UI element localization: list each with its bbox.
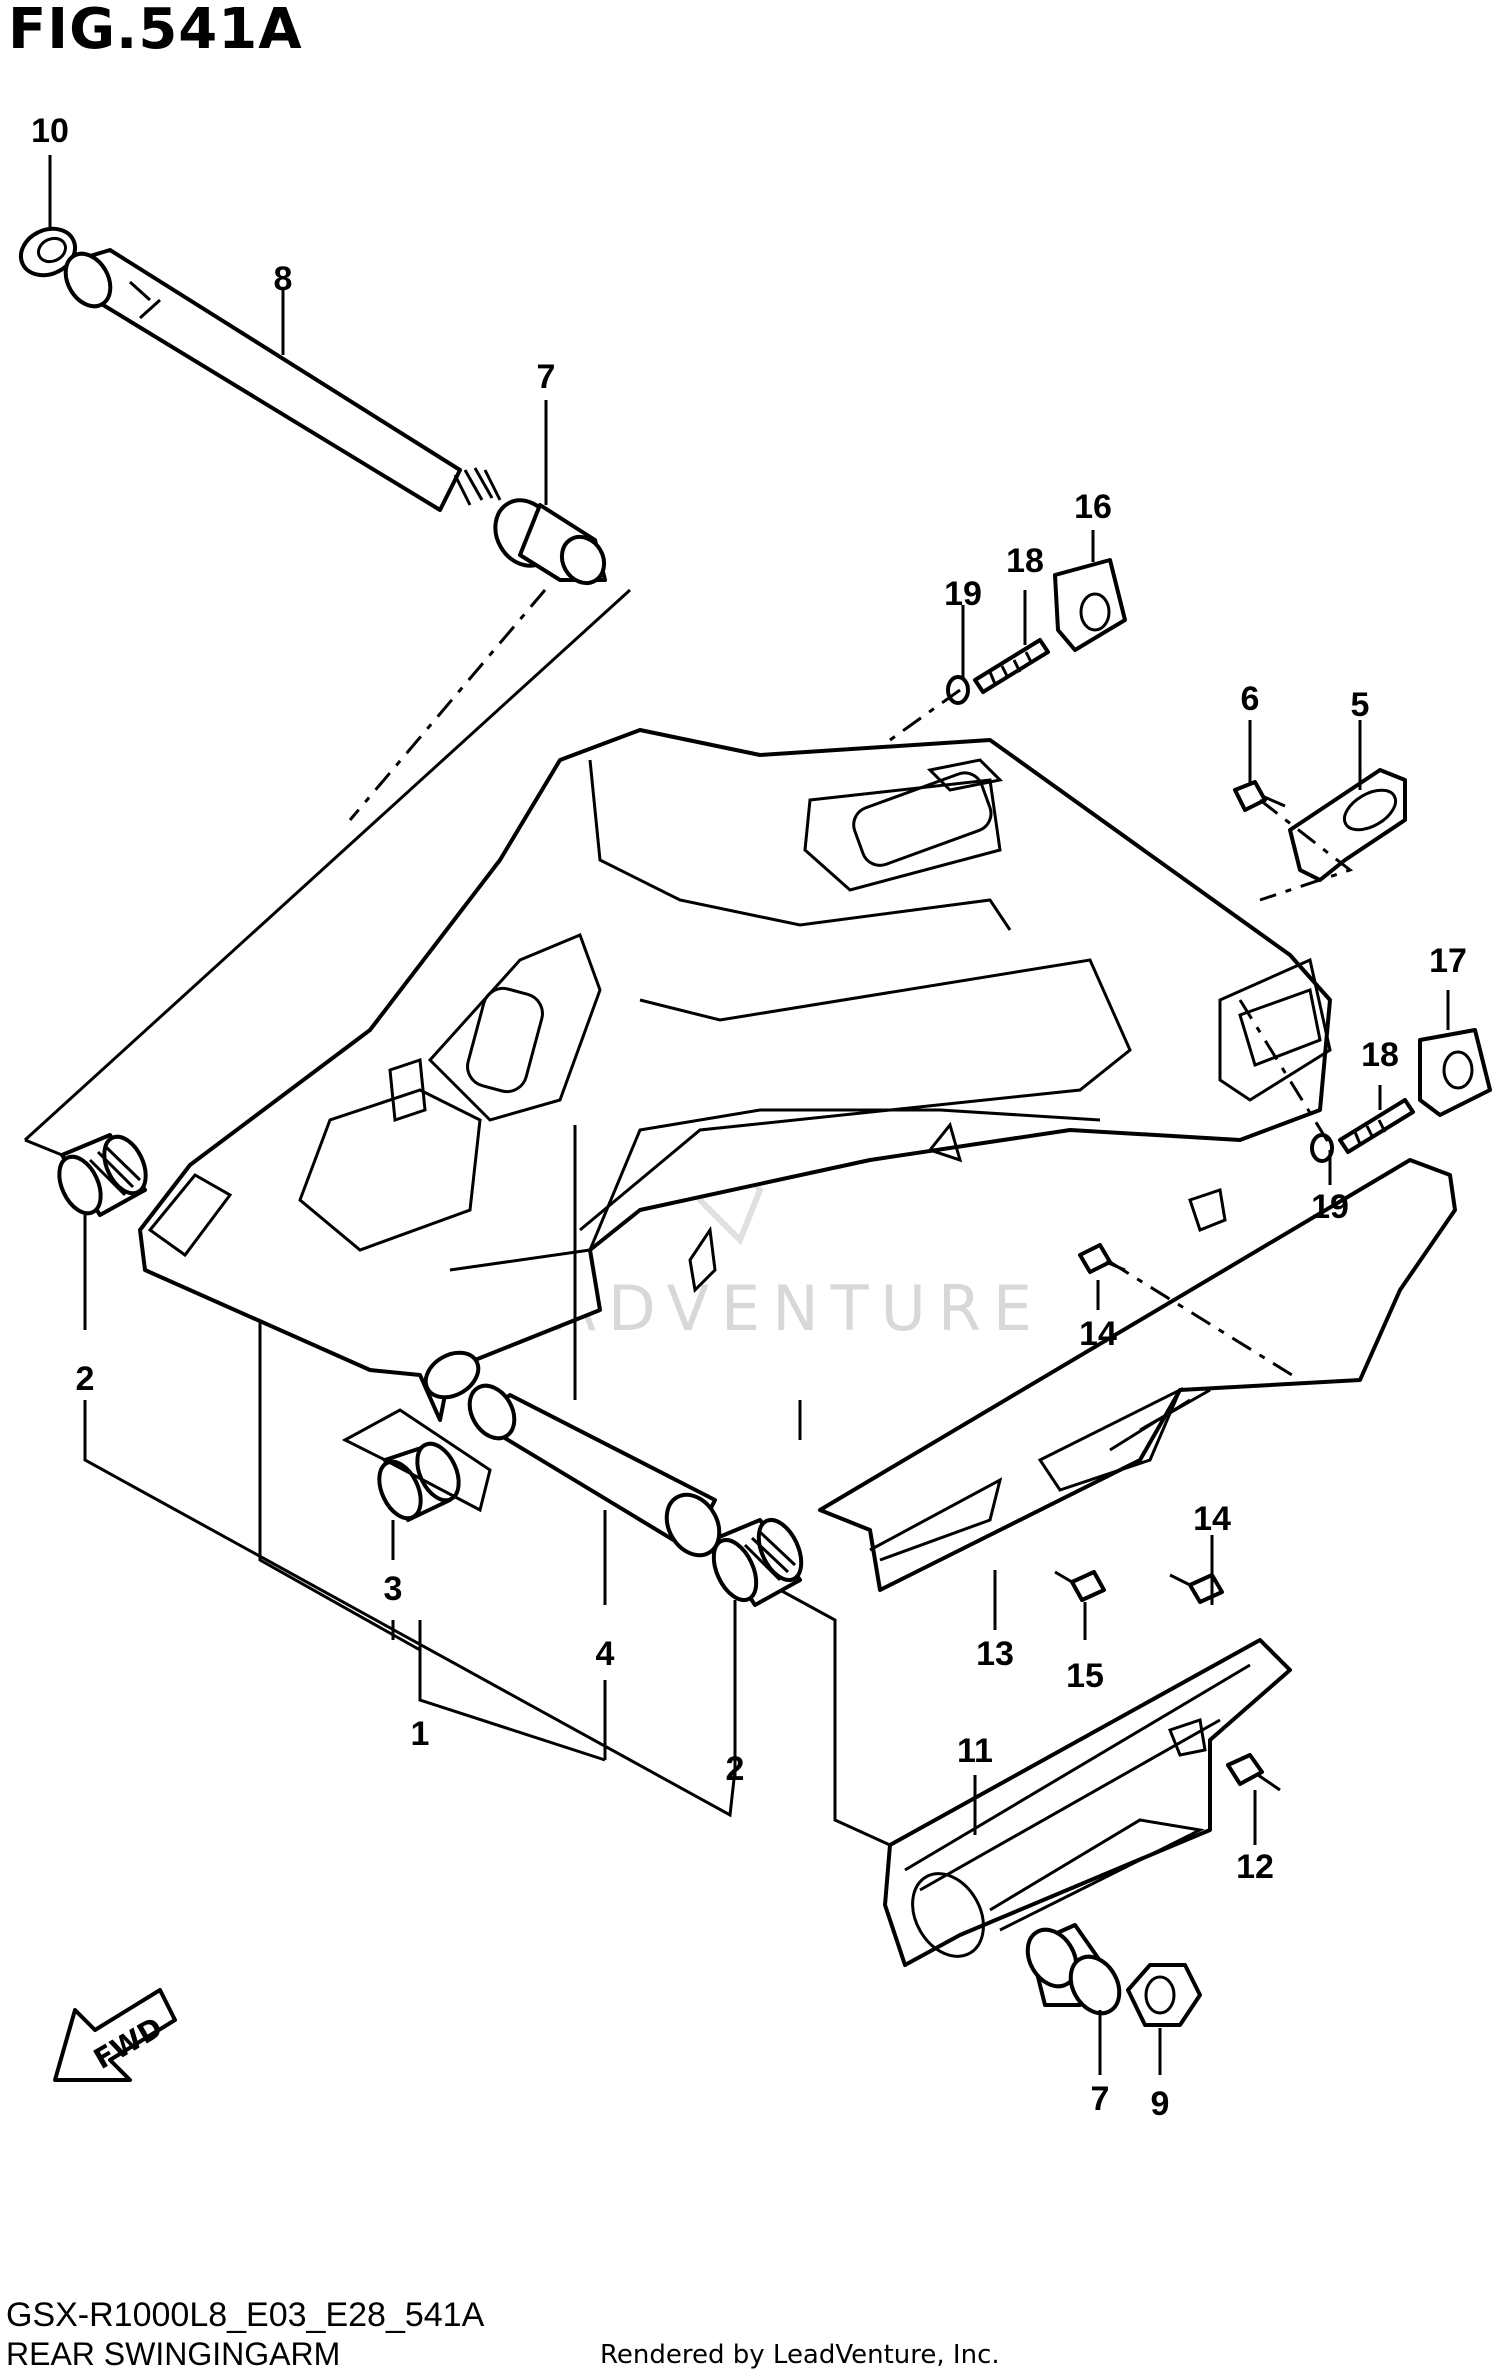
callout-7-bottom: 7 [1091,2080,1110,2118]
part-9-nut[interactable] [1126,1963,1202,2027]
credit-text: Rendered by LeadVenture, Inc. [600,2340,1000,2370]
part-14-bolt-bottom[interactable] [1169,1573,1224,1604]
figure-name: REAR SWINGINGARM [6,2336,341,2372]
part-8-pivot-shaft[interactable] [57,246,502,512]
callout-14-bottom: 14 [1193,1500,1231,1538]
callout-10: 10 [31,112,69,150]
callout-17: 17 [1429,942,1467,980]
part-2-bearing-left[interactable] [51,1130,154,1220]
callout-14-top: 14 [1079,1315,1117,1353]
callout-12: 12 [1236,1848,1274,1886]
part-5-plate[interactable] [1288,768,1407,882]
part-17-adjuster[interactable] [1418,1028,1492,1117]
part-16-adjuster[interactable] [1053,558,1127,652]
part-18-bolt-top[interactable] [973,638,1050,694]
figure-title: FIG.541A [8,0,303,62]
callout-18-top: 18 [1006,542,1044,580]
callout-9: 9 [1151,2085,1170,2123]
callout-4: 4 [596,1635,615,1673]
part-6-bolt[interactable] [1233,780,1286,812]
fwd-arrow: FWD [53,1988,177,2082]
part-18-bolt-bottom[interactable] [1338,1098,1415,1154]
callout-19-bottom: 19 [1311,1188,1349,1226]
callout-18-bottom: 18 [1361,1036,1399,1074]
callout-labels: 10 8 7 16 18 19 6 5 17 18 19 14 14 13 15… [31,112,1467,2123]
part-1-swingarm[interactable] [138,728,1332,1440]
callout-13: 13 [976,1635,1014,1673]
callout-1: 1 [411,1715,430,1753]
callout-2-left: 2 [76,1360,95,1398]
callout-11: 11 [957,1732,993,1770]
callout-7-top: 7 [537,358,556,396]
callout-15: 15 [1066,1657,1104,1695]
part-10-oil-seal[interactable] [13,220,82,284]
callout-5: 5 [1351,686,1370,724]
part-7-collar-top[interactable] [484,490,613,591]
part-4-spacer[interactable] [461,1378,730,1565]
part-19-washer-bottom[interactable] [1310,1133,1334,1163]
callout-3: 3 [384,1570,403,1608]
callout-16: 16 [1074,488,1112,526]
callout-8: 8 [274,260,293,298]
part-15-bolt[interactable] [1054,1570,1106,1602]
model-code: GSX-R1000L8_E03_E28_541A [6,2296,485,2334]
callout-2-right: 2 [726,1750,745,1788]
callout-6: 6 [1241,680,1260,718]
part-3-bearing[interactable] [371,1437,467,1525]
part-12-bolt[interactable] [1226,1753,1281,1792]
part-2-bearing-right[interactable] [705,1513,810,1607]
leader-lines [23,155,1450,2075]
dash-lines [348,589,1354,1382]
part-7-collar-bottom[interactable] [1018,1921,1129,2022]
part-13-chain-guard[interactable] [818,1158,1457,1592]
part-11-chain-case[interactable] [883,1638,1292,1969]
callout-19-top: 19 [944,575,982,613]
